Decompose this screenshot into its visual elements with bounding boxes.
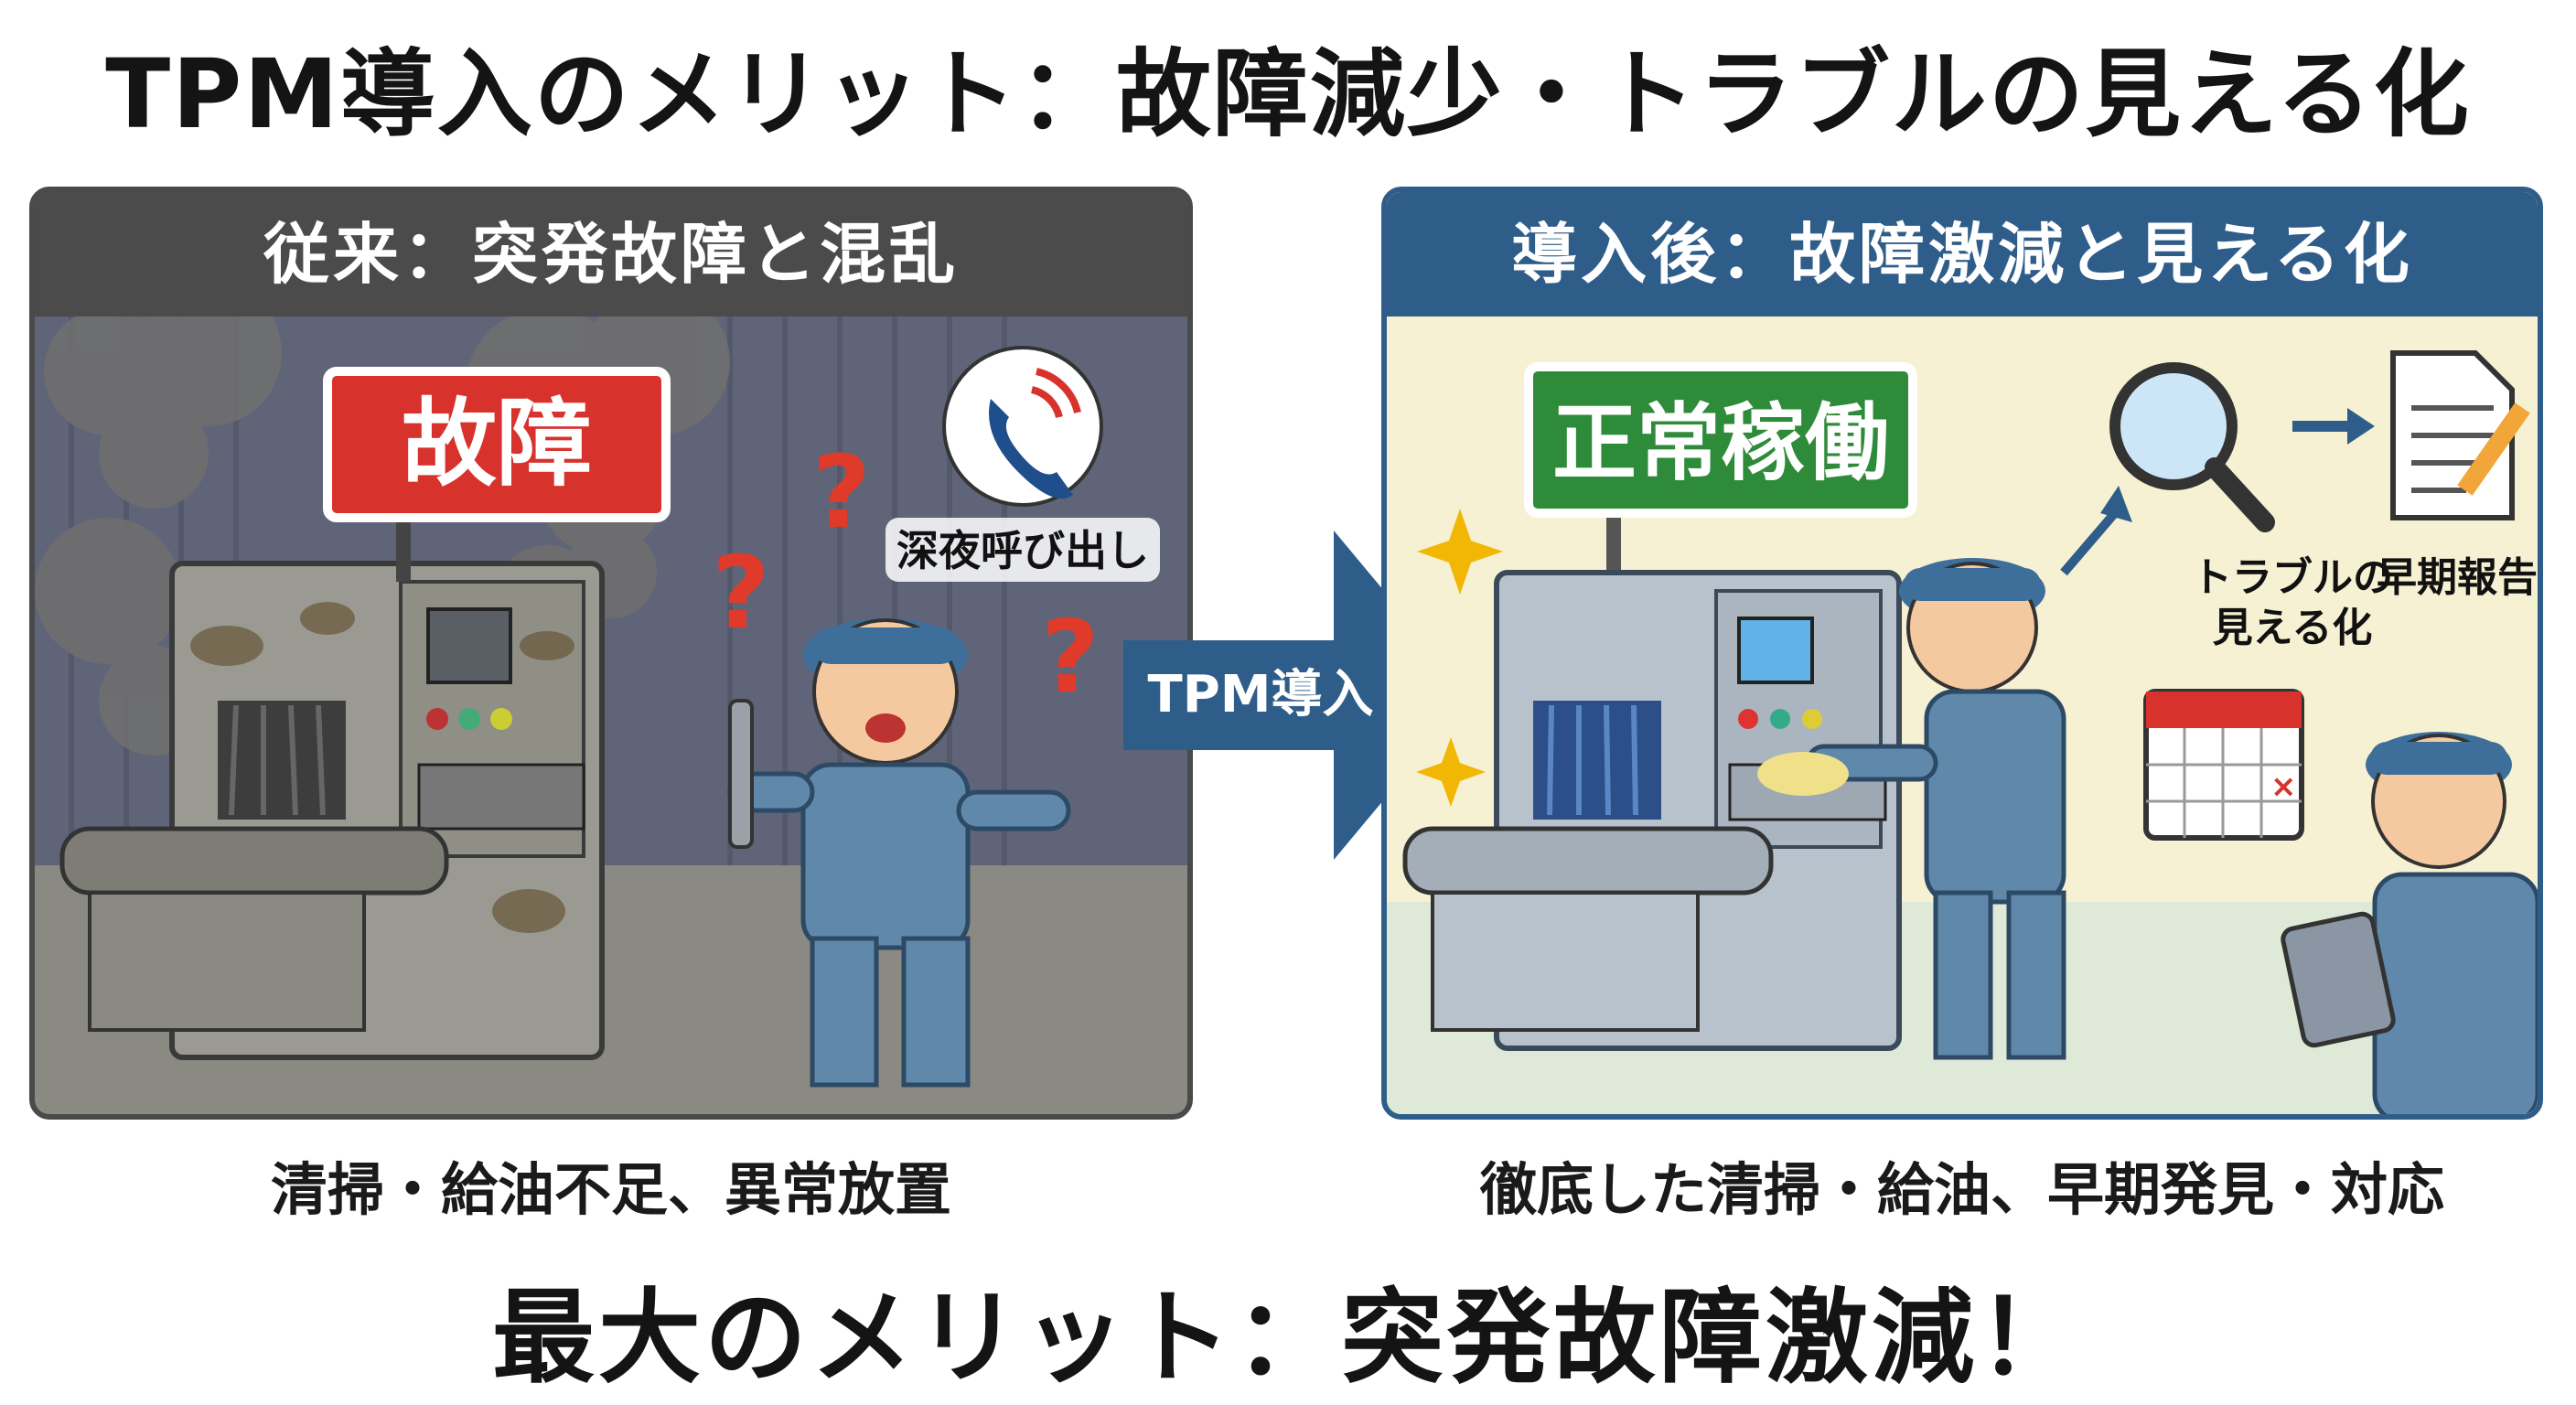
report-document-icon bbox=[2390, 350, 2530, 520]
early-report-label: 早期報告 bbox=[2377, 554, 2538, 601]
svg-text:?: ? bbox=[812, 434, 871, 551]
after-panel: 導入後：故障激減と見える化 正常稼働 bbox=[1381, 187, 2543, 1120]
cleaning-cloth-icon bbox=[1757, 752, 1849, 796]
panicked-worker-illustration bbox=[727, 618, 1071, 1088]
phone-call-label: 深夜呼び出し bbox=[896, 526, 1149, 575]
normal-operation-sign: 正常稼働 bbox=[1524, 362, 1917, 582]
magnifier-icon bbox=[2109, 362, 2275, 532]
svg-text:?: ? bbox=[712, 534, 770, 651]
tablet-worker-illustration bbox=[2281, 732, 2538, 1114]
dirty-machine-illustration bbox=[59, 561, 605, 1060]
fault-sign: 故障 bbox=[323, 367, 671, 582]
fault-sign-text: 故障 bbox=[402, 388, 592, 499]
before-panel: 従来：突発故障と混乱 bbox=[29, 187, 1193, 1120]
wrench-icon bbox=[728, 699, 754, 849]
tpm-transition-label: TPM導入 bbox=[1148, 665, 1374, 724]
after-scene: 正常稼働 bbox=[1387, 316, 2538, 1114]
page-title: TPM導入のメリット：故障減少・トラブルの見える化 bbox=[105, 38, 2471, 150]
footer-summary: 最大のメリット：突発故障激減！ bbox=[492, 1279, 2084, 1398]
before-scene: 故障 深夜呼び出し ??? bbox=[35, 316, 1187, 1114]
svg-text:×: × bbox=[2270, 768, 2297, 805]
normal-sign-text: 正常稼働 bbox=[1552, 394, 1889, 492]
cleaning-worker-illustration bbox=[1757, 558, 2066, 1060]
clean-machine-illustration bbox=[1402, 570, 1902, 1051]
phone-call-icon bbox=[942, 346, 1103, 507]
svg-text:?: ? bbox=[1041, 598, 1100, 715]
after-header: 導入後：故障激減と見える化 bbox=[1387, 192, 2538, 316]
question-marks: ??? bbox=[712, 434, 1100, 715]
tablet-icon bbox=[2281, 911, 2396, 1048]
before-caption: 清掃・給油不足、異常放置 bbox=[270, 1156, 951, 1223]
after-caption: 徹底した清掃・給油、早期発見・対応 bbox=[1479, 1156, 2444, 1223]
calendar-icon: × bbox=[2143, 689, 2304, 841]
up-arrow-icon bbox=[2060, 505, 2122, 576]
before-header: 従来：突発故障と混乱 bbox=[35, 192, 1187, 316]
visualization-label-line2: 見える化 bbox=[2213, 605, 2373, 651]
visualization-label-line1: トラブルの bbox=[2192, 554, 2393, 601]
